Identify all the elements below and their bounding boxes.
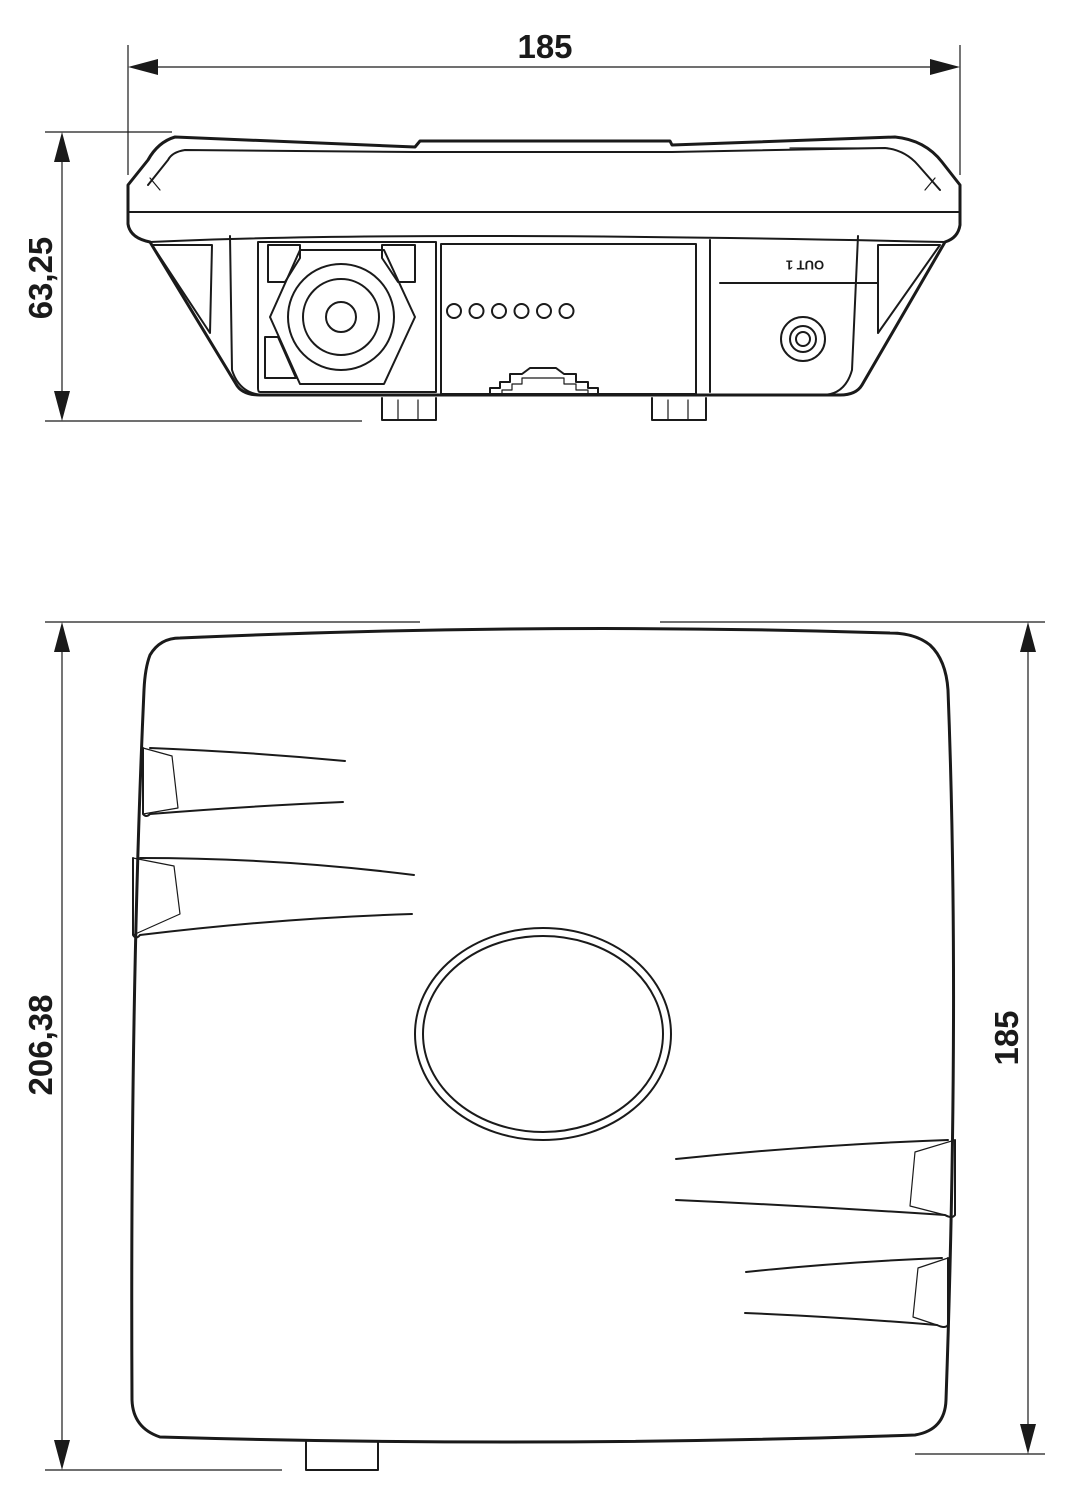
front-foot-right [651,397,707,421]
status-led [513,303,530,319]
top-light-pipe-outer [414,927,672,1141]
output-port-connector-middle [789,325,817,353]
top-grip-right-1-inner [909,1139,956,1216]
gland-recess-panel [257,241,437,393]
status-led [446,303,462,319]
cable-gland-seal [325,301,357,333]
top-light-pipe-inner [422,935,664,1133]
gland-notch-bottom-left [264,336,297,379]
top-grip-right-2 [744,1257,949,1328]
front-side-panel-right [877,244,941,334]
front-side-panel-left [151,244,213,334]
status-led [536,303,552,319]
status-led [558,303,575,319]
top-housing-outline [130,627,956,1444]
led-window [440,243,697,395]
gland-notch-top-right [381,244,416,283]
top-grip-right-1 [675,1139,956,1218]
mount-contour [489,367,599,396]
output-port-label: OUT 1 [786,258,824,273]
top-grip-right-2-inner [912,1257,949,1326]
cable-gland-hex-nut [269,249,416,385]
front-height-label: 63,25 [22,237,59,320]
front-housing-outline [126,135,962,397]
gland-notch-top-left [267,244,301,283]
front-lid-ridge [147,147,941,191]
front-height-dimension: 63,25 [22,131,362,422]
front-foot-left-detail [397,399,419,421]
front-foot-left [381,397,437,421]
output-port-connector-inner [795,331,811,347]
front-lid-line-2 [149,235,946,243]
top-grip-left-1 [142,747,346,817]
top-depth-label: 185 [988,1010,1025,1065]
front-width-label: 185 [517,28,572,65]
front-inner-body [229,235,266,396]
output-port-connector-outer [780,316,826,362]
top-grip-left-2-inner [132,857,181,936]
front-inner-body-right [821,235,859,396]
top-grip-left-2 [132,857,415,939]
front-lid-corner-right [924,177,936,191]
top-depth-dimension: 185 [660,621,1045,1455]
top-length-label: 206,38 [22,995,59,1096]
top-bottom-tab [305,1441,379,1471]
front-foot-right-detail [667,399,689,421]
top-grip-left-1-inner [142,747,179,815]
cable-gland-ring-outer [287,263,395,371]
front-view: OUT 1 [126,135,962,421]
status-led [491,303,507,319]
status-led [468,303,485,319]
led-row [446,303,575,319]
cable-gland-ring-middle [302,278,380,356]
mount-contour-inner [501,377,589,396]
top-view [130,627,956,1471]
top-length-dimension: 206,38 [22,621,420,1471]
front-lid-corner-left [149,177,161,191]
front-width-dimension: 185 [127,28,961,175]
